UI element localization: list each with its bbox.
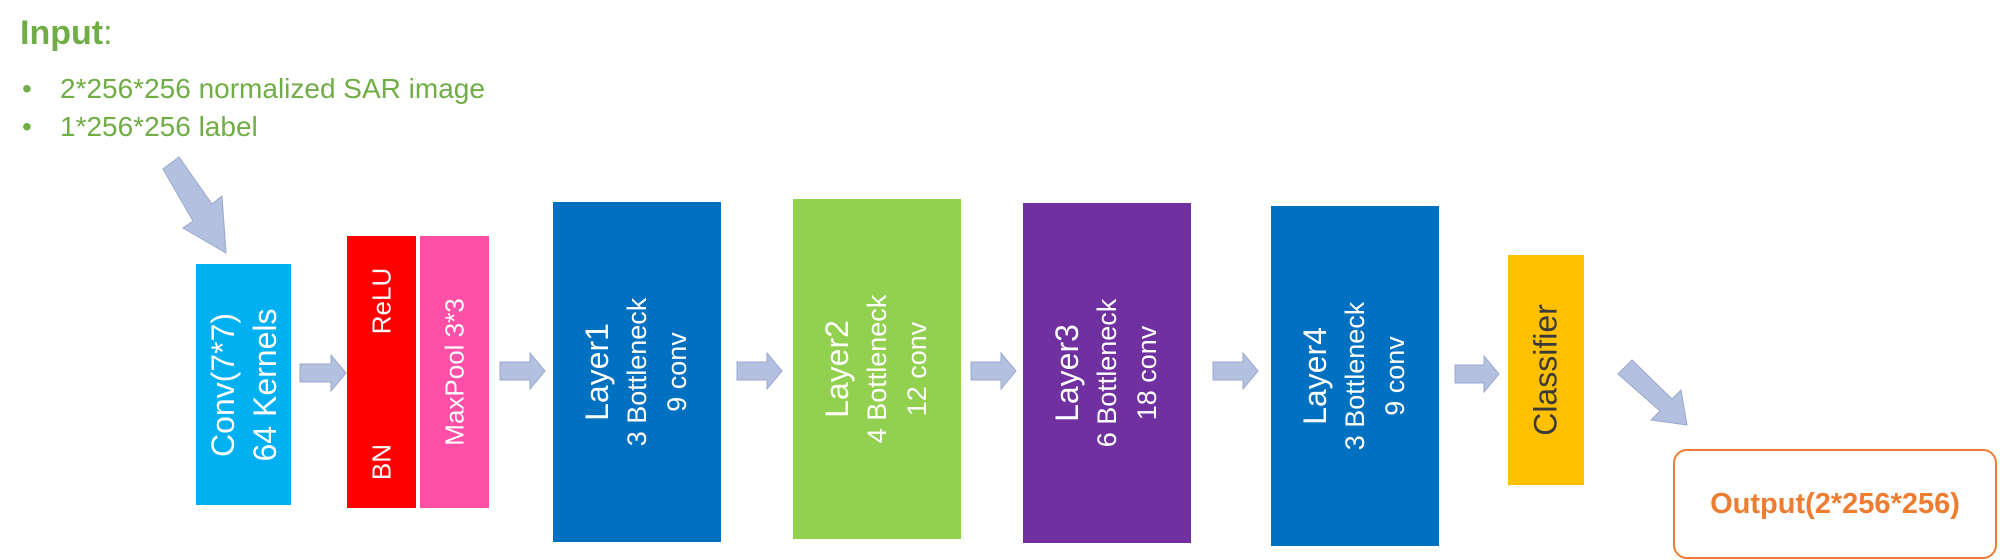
input-bullet-sar-image: 2*256*256 normalized SAR image bbox=[22, 70, 485, 108]
layer1-block: Layer1 3 Bottleneck 9 conv bbox=[553, 202, 721, 542]
input-bullet-list: 2*256*256 normalized SAR image 1*256*256… bbox=[22, 70, 485, 146]
layer4-bottleneck: 3 Bottleneck bbox=[1340, 301, 1370, 451]
layer3-bottleneck: 6 Bottleneck bbox=[1092, 298, 1122, 448]
arrow-layer3-to-layer4 bbox=[1212, 351, 1259, 391]
layer1-bottleneck: 3 Bottleneck bbox=[622, 297, 652, 447]
input-title-text: Input bbox=[20, 14, 104, 52]
conv-block: Conv(7*7) 64 Kernels bbox=[196, 264, 291, 505]
arrow-layer2-to-layer3 bbox=[970, 351, 1017, 391]
layer3-block: Layer3 6 Bottleneck 18 conv bbox=[1023, 203, 1191, 543]
classifier-block: Classifier bbox=[1508, 255, 1584, 485]
layer2-name: Layer2 bbox=[819, 320, 855, 418]
arrow-maxpool-to-layer1 bbox=[499, 351, 546, 391]
bn-relu-block: ReLU BN bbox=[347, 236, 416, 508]
arrow-input-to-conv bbox=[162, 156, 227, 254]
layer4-block: Layer4 3 Bottleneck 9 conv bbox=[1271, 206, 1439, 546]
arrow-conv-to-bn bbox=[299, 353, 347, 393]
layer3-name: Layer3 bbox=[1049, 324, 1085, 422]
layer1-conv: 9 conv bbox=[662, 332, 692, 412]
layer4-conv: 9 conv bbox=[1380, 336, 1410, 416]
arrow-classifier-to-output bbox=[1617, 359, 1688, 426]
input-title: Input: bbox=[20, 14, 113, 53]
classifier-label: Classifier bbox=[1527, 304, 1564, 436]
maxpool-label: MaxPool 3*3 bbox=[439, 298, 469, 446]
conv-block-line1: Conv(7*7) bbox=[204, 312, 241, 457]
layer2-conv: 12 conv bbox=[902, 321, 932, 417]
conv-block-line2: 64 Kernels bbox=[246, 308, 283, 461]
output-box: Output(2*256*256) bbox=[1673, 449, 1997, 559]
layer3-conv: 18 conv bbox=[1132, 325, 1162, 421]
output-label: Output(2*256*256) bbox=[1710, 487, 1960, 520]
layer2-bottleneck: 4 Bottleneck bbox=[862, 294, 892, 444]
arrow-layer1-to-layer2 bbox=[736, 351, 783, 391]
bn-label: BN bbox=[366, 443, 396, 481]
layer4-name: Layer4 bbox=[1297, 327, 1333, 425]
maxpool-block: MaxPool 3*3 bbox=[420, 236, 489, 508]
input-bullet-label: 1*256*256 label bbox=[22, 108, 485, 146]
layer2-block: Layer2 4 Bottleneck 12 conv bbox=[793, 199, 961, 539]
relu-label: ReLU bbox=[366, 267, 396, 335]
input-title-colon: : bbox=[103, 14, 113, 52]
arrow-layer4-to-classifier bbox=[1454, 354, 1500, 394]
layer1-name: Layer1 bbox=[579, 323, 615, 421]
